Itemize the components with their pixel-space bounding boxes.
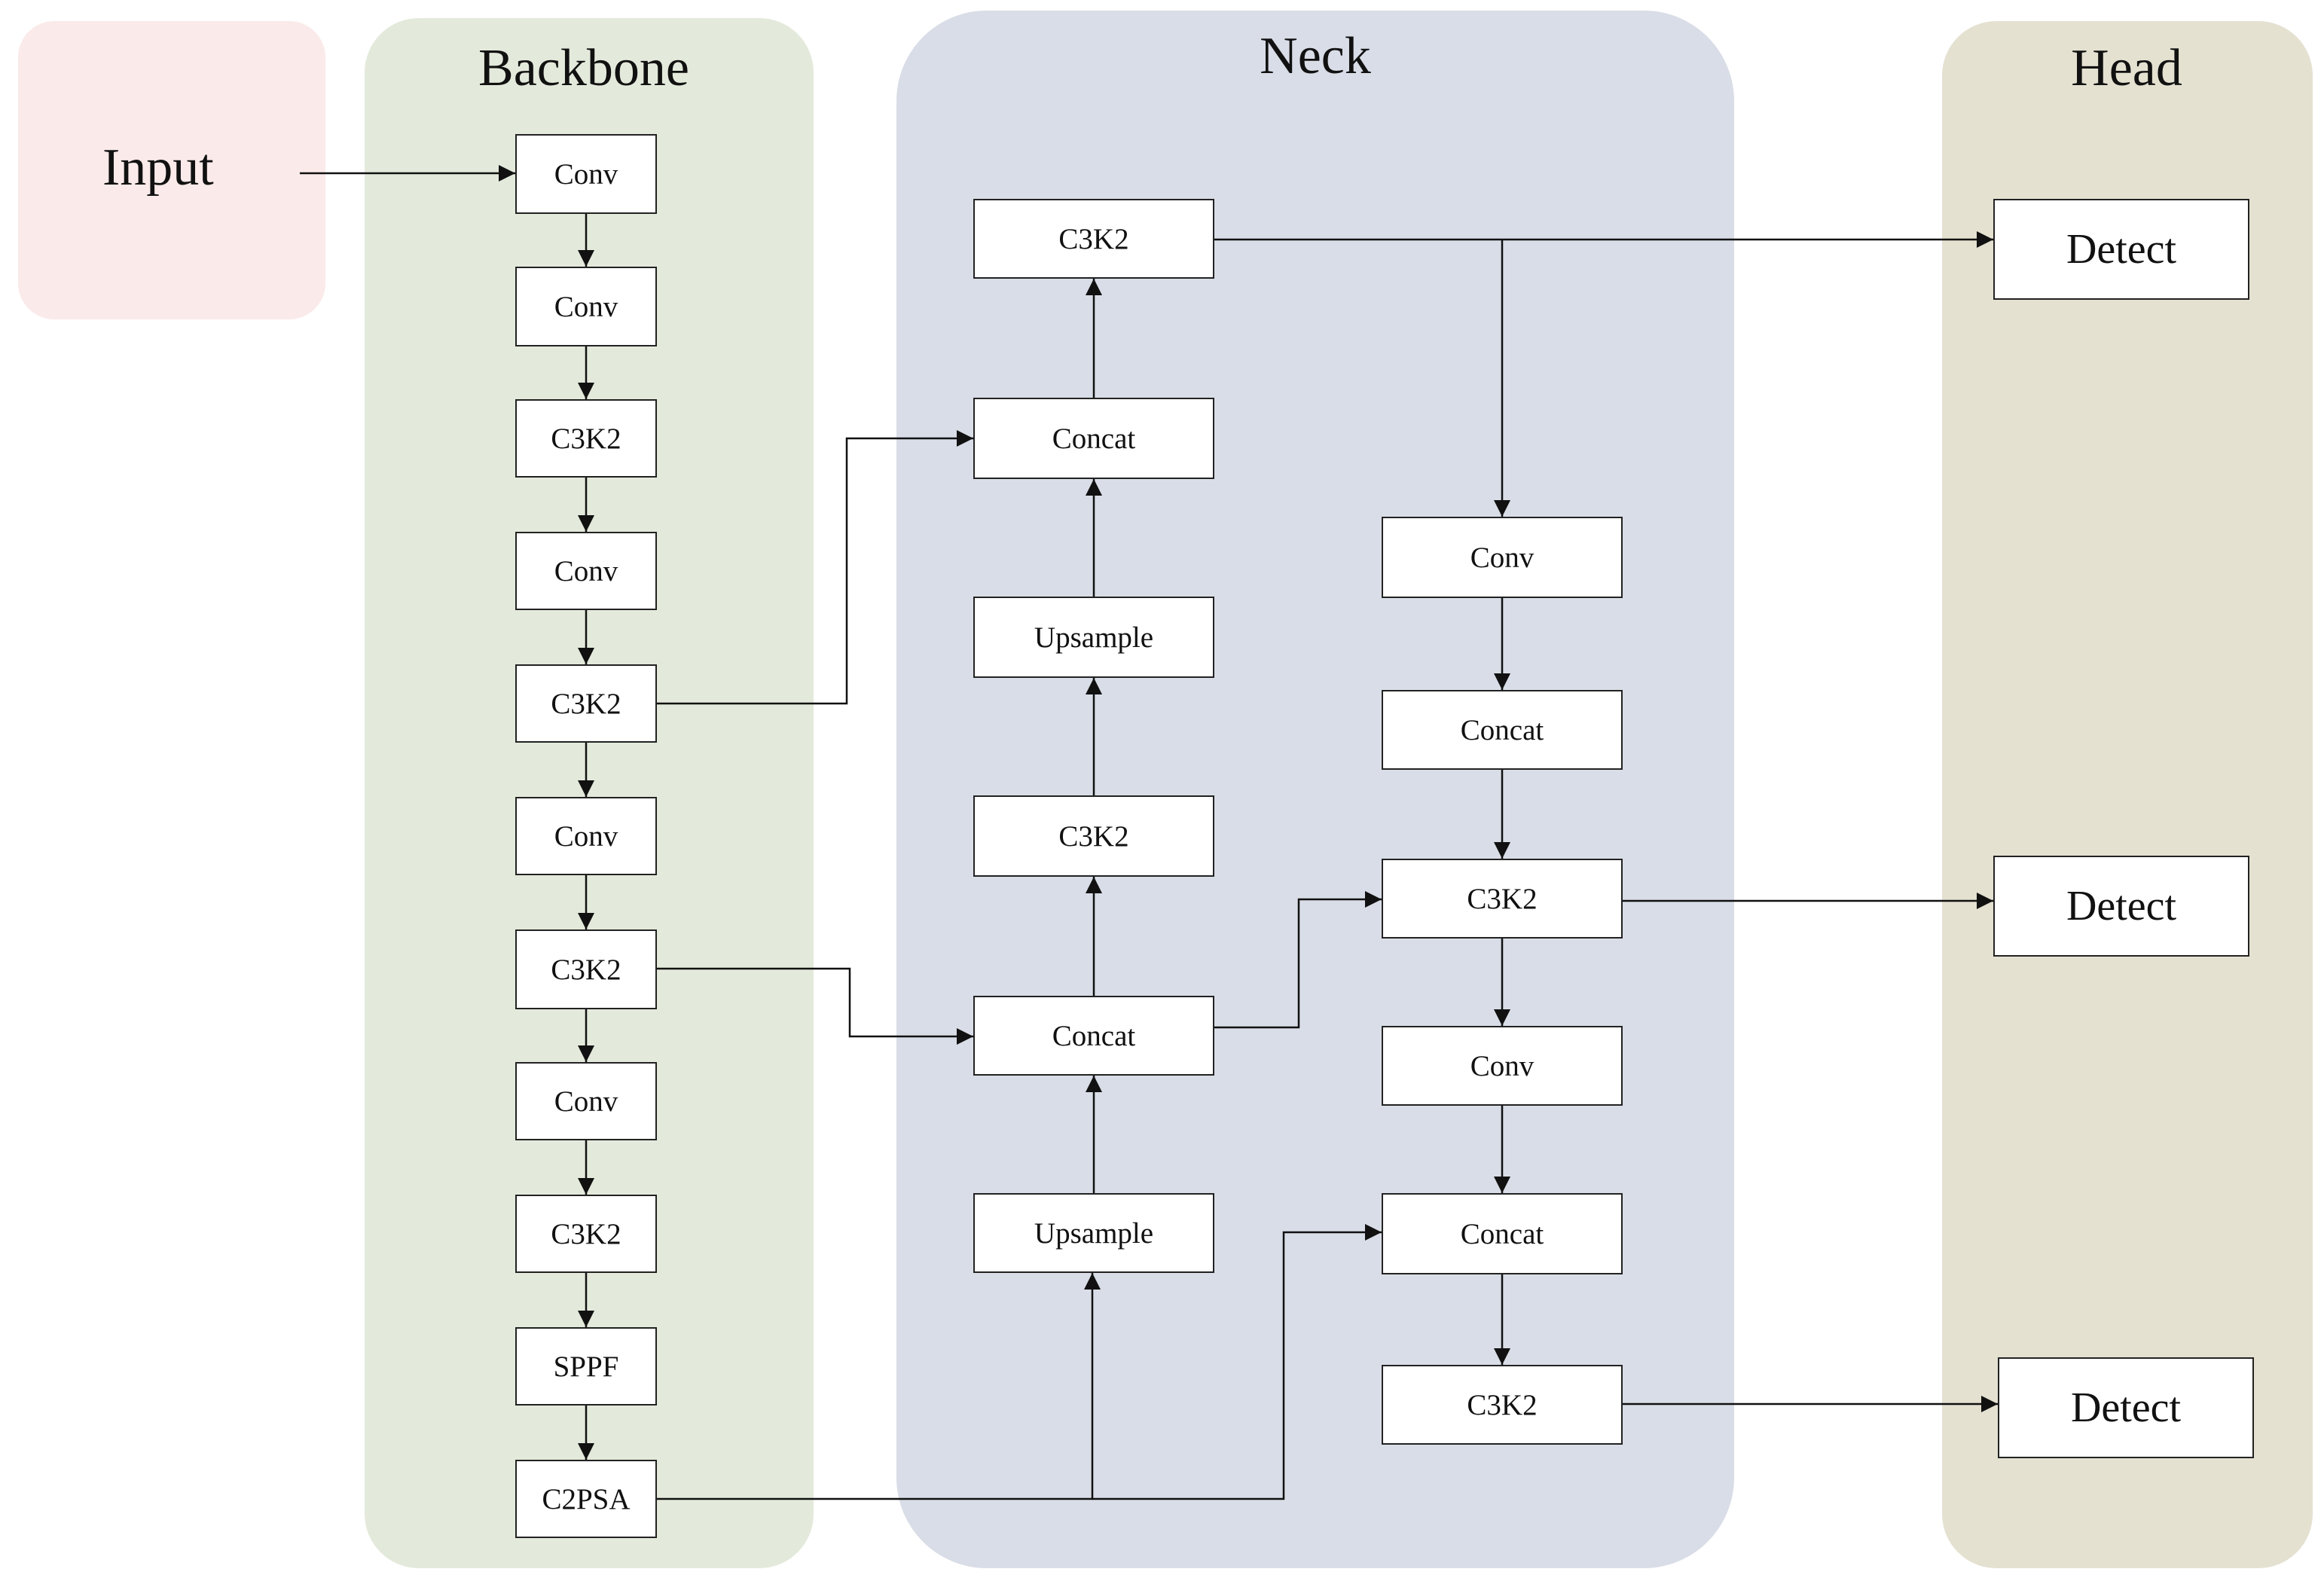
backbone-c3k2-4: C3K2 [515, 1195, 657, 1273]
backbone-title: Backbone [478, 39, 689, 97]
neck-upsample-upper: Upsample [973, 597, 1214, 678]
neck-concat-right-lower: Concat [1382, 1193, 1623, 1274]
head-title: Head [2071, 39, 2182, 97]
backbone-c3k2-2: C3K2 [515, 664, 657, 743]
wire-b5-to-n2 [657, 430, 973, 705]
backbone-conv-2: Conv [515, 267, 657, 346]
backbone-sppf: SPPF [515, 1327, 657, 1406]
backbone-conv-5: Conv [515, 1062, 657, 1140]
backbone-conv-3: Conv [515, 532, 657, 610]
backbone-c3k2-3: C3K2 [515, 929, 657, 1009]
backbone-c3k2-1: C3K2 [515, 399, 657, 478]
neck-c3k2-top: C3K2 [973, 199, 1214, 279]
input-title: Input [102, 139, 214, 197]
neck-c3k2-right-upper: C3K2 [1382, 859, 1623, 939]
neck-concat-right-upper: Concat [1382, 690, 1623, 770]
neck-concat-lower: Concat [973, 996, 1214, 1076]
neck-title: Neck [1260, 27, 1371, 85]
head-detect-1: Detect [1993, 199, 2249, 300]
backbone-conv-4: Conv [515, 797, 657, 875]
neck-conv-upper: Conv [1382, 517, 1623, 598]
neck-conv-lower: Conv [1382, 1026, 1623, 1106]
wire-n5-to-m3 [1214, 891, 1382, 1029]
backbone-conv-1: Conv [515, 134, 657, 214]
head-detect-3: Detect [1998, 1357, 2254, 1458]
wire-b11-to-m5 [1092, 1224, 1382, 1500]
head-detect-2: Detect [1993, 856, 2249, 957]
neck-upsample-lower: Upsample [973, 1193, 1214, 1273]
backbone-c2psa: C2PSA [515, 1460, 657, 1538]
neck-concat-upper: Concat [973, 398, 1214, 479]
wire-b7-to-n5 [657, 967, 973, 1045]
neck-c3k2-mid: C3K2 [973, 795, 1214, 877]
neck-c3k2-right-lower: C3K2 [1382, 1365, 1623, 1445]
wire-b11-to-n6 [657, 1273, 1101, 1500]
input-panel: Input [18, 21, 325, 319]
